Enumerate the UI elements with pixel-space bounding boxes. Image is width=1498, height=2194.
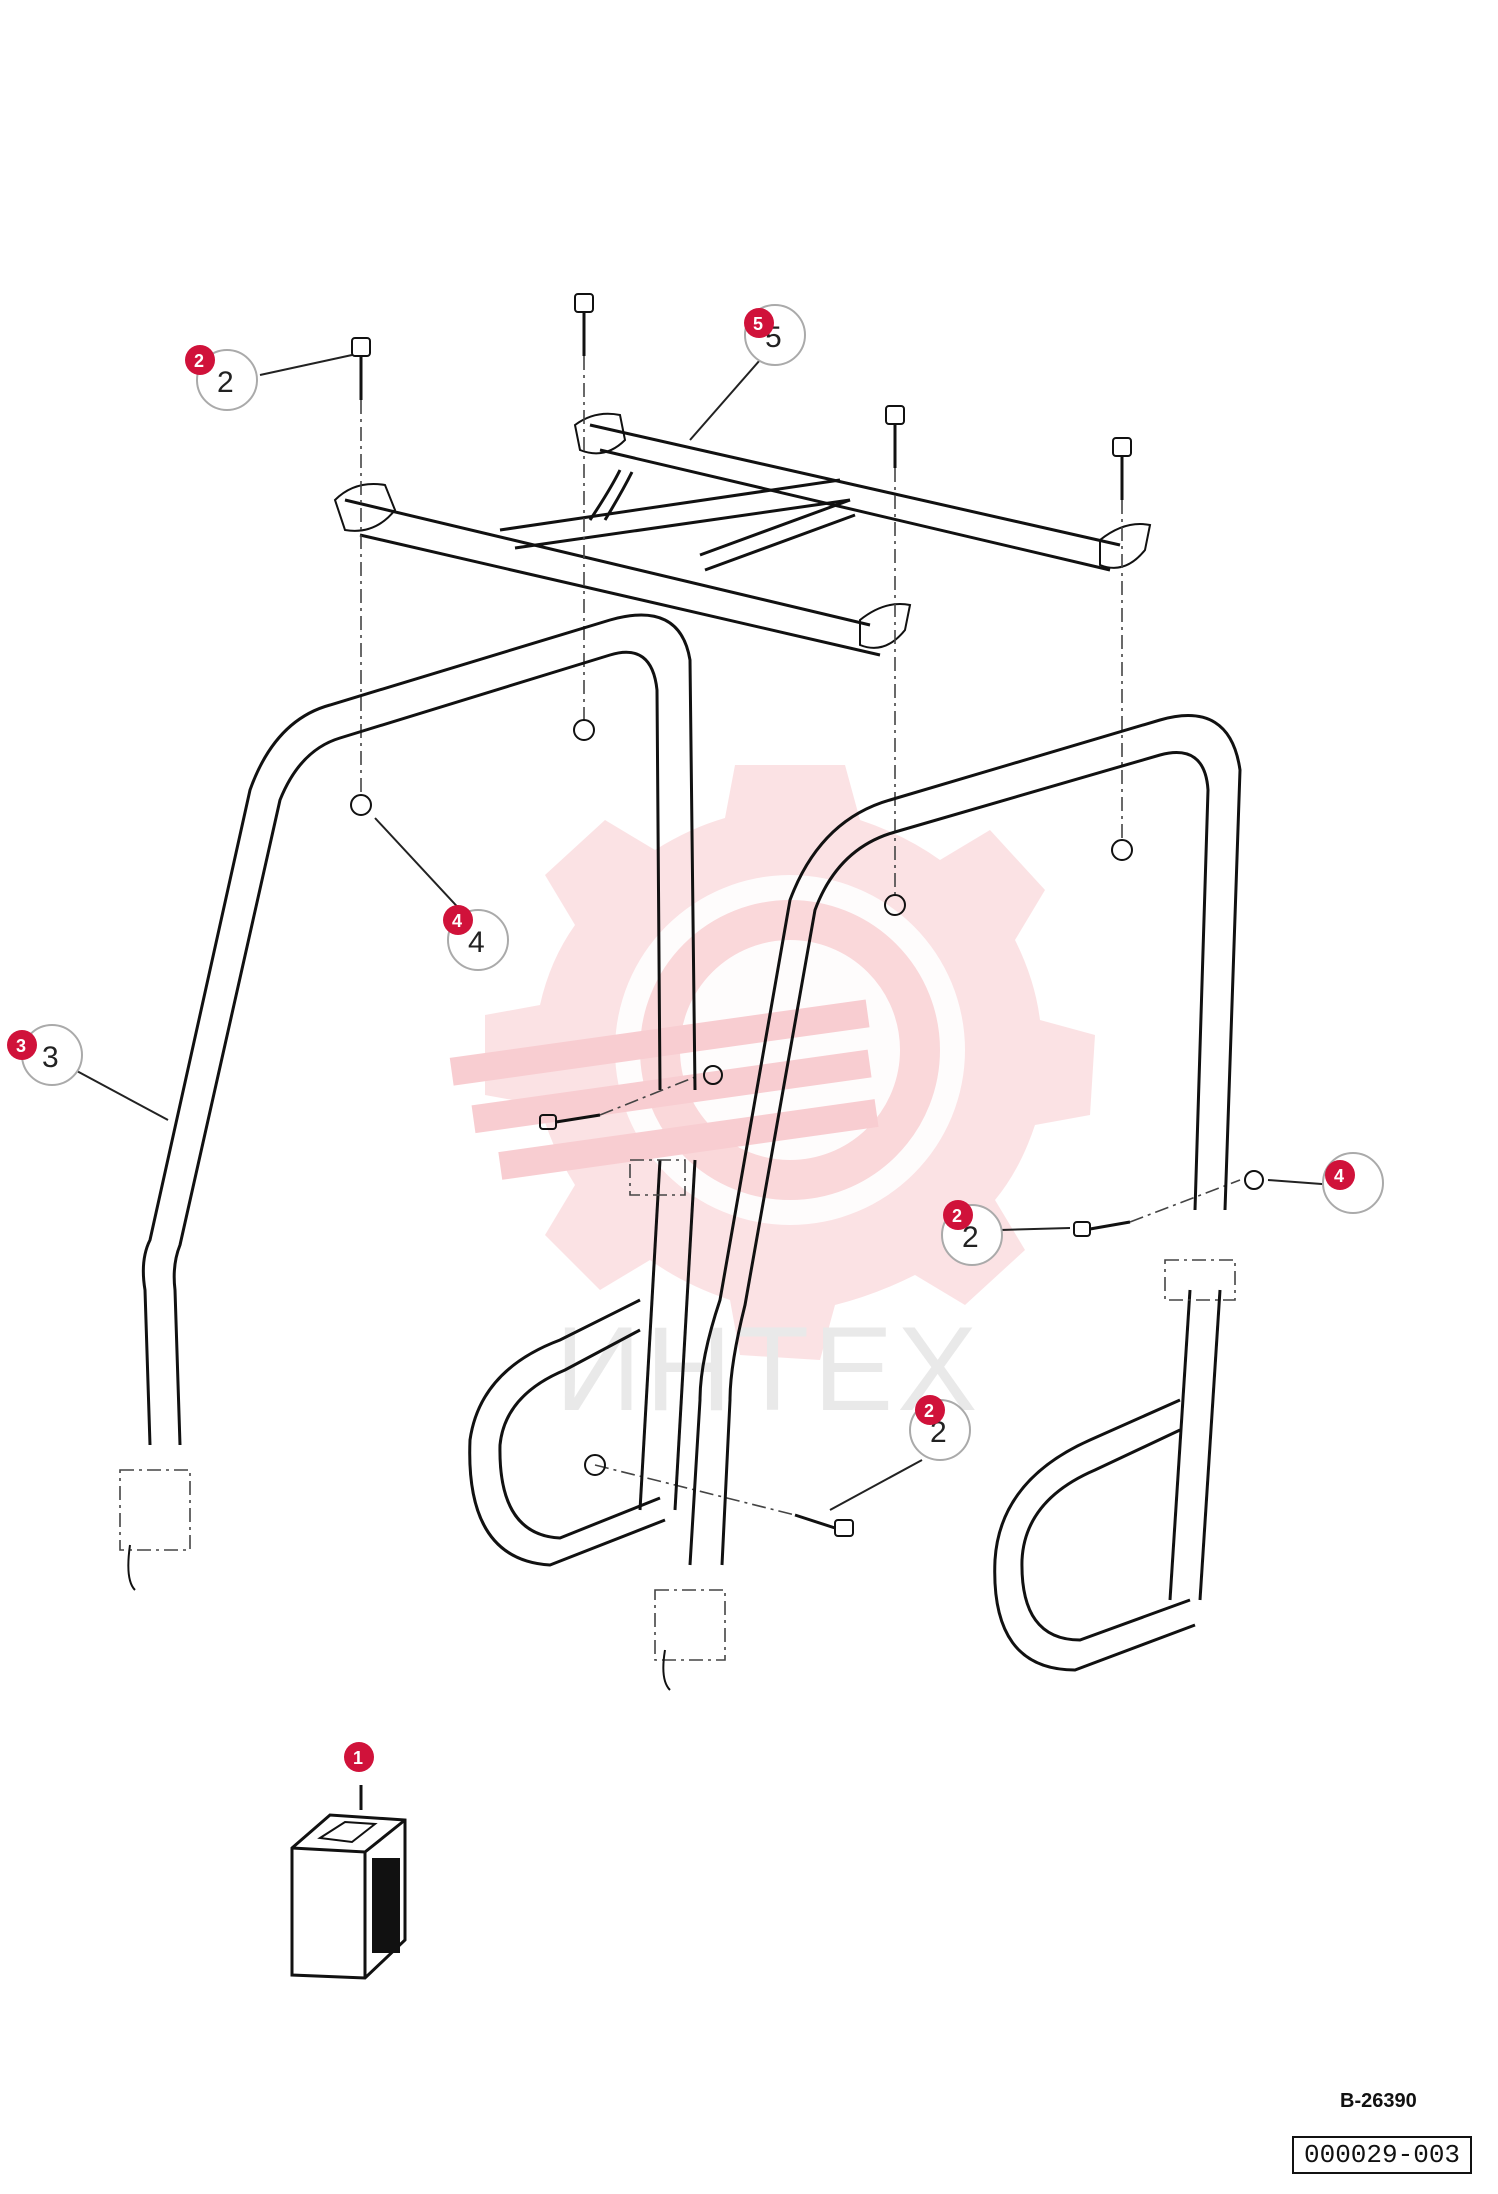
left-frame — [119, 613, 697, 1591]
kit-box — [290, 1785, 407, 1980]
nut-icon — [573, 719, 595, 741]
figure-reference: B-26390 — [1340, 2090, 1417, 2112]
callout-4-left[interactable]: 4 4 — [443, 905, 509, 971]
top-crossbar-assembly — [333, 412, 1152, 657]
callout-5[interactable]: 5 5 — [744, 304, 806, 366]
svg-text:2: 2 — [194, 351, 204, 371]
svg-text:5: 5 — [753, 314, 763, 334]
document-number: 000029-003 — [1292, 2136, 1473, 2174]
nut-icon — [350, 794, 372, 816]
svg-text:4: 4 — [468, 926, 485, 959]
nut-icon — [703, 1065, 723, 1085]
svg-text:2: 2 — [952, 1206, 962, 1226]
badge-icon — [744, 308, 774, 338]
badge-icon — [943, 1200, 973, 1230]
callout-2-low[interactable]: 2 2 — [909, 1395, 971, 1461]
nut-icon — [1244, 1170, 1264, 1190]
bolt-icon — [574, 293, 594, 356]
callout-2-mid[interactable]: 2 2 — [941, 1200, 1003, 1266]
right-frame — [654, 714, 1242, 1691]
badge-icon — [344, 1742, 374, 1772]
bolts — [351, 293, 1132, 1537]
bolt-icon — [794, 1513, 854, 1537]
callout-1[interactable]: 1 — [344, 1742, 374, 1772]
callout-4-right[interactable]: 4 — [1322, 1152, 1384, 1214]
svg-text:2: 2 — [924, 1401, 934, 1421]
bolt-icon — [885, 405, 905, 468]
nut-icon — [584, 1454, 606, 1476]
nuts — [350, 719, 1264, 1476]
bolt-icon — [1112, 437, 1132, 500]
badge-icon — [7, 1030, 37, 1060]
svg-text:3: 3 — [16, 1036, 26, 1056]
bolt-icon — [351, 337, 371, 400]
svg-text:2: 2 — [962, 1221, 979, 1254]
badge-icon — [443, 905, 473, 935]
alignment-lines — [360, 356, 1241, 1516]
nut-icon — [1111, 839, 1133, 861]
callout-3[interactable]: 3 3 — [7, 1024, 83, 1086]
svg-text:1: 1 — [353, 1748, 363, 1768]
bolt-icon — [539, 1113, 601, 1130]
badge-icon — [185, 345, 215, 375]
callout-2-top[interactable]: 2 2 — [185, 345, 258, 411]
badge-icon — [1325, 1160, 1355, 1190]
badge-icon — [915, 1395, 945, 1425]
svg-text:4: 4 — [452, 911, 462, 931]
watermark-text: ИНТЕХ — [555, 1302, 981, 1436]
svg-text:4: 4 — [1334, 1166, 1344, 1186]
svg-text:3: 3 — [42, 1041, 59, 1074]
nut-icon — [884, 894, 906, 916]
watermark-logo: ИНТЕХ — [449, 765, 1095, 1436]
bolt-icon — [1073, 1220, 1131, 1237]
svg-text:2: 2 — [217, 366, 234, 399]
